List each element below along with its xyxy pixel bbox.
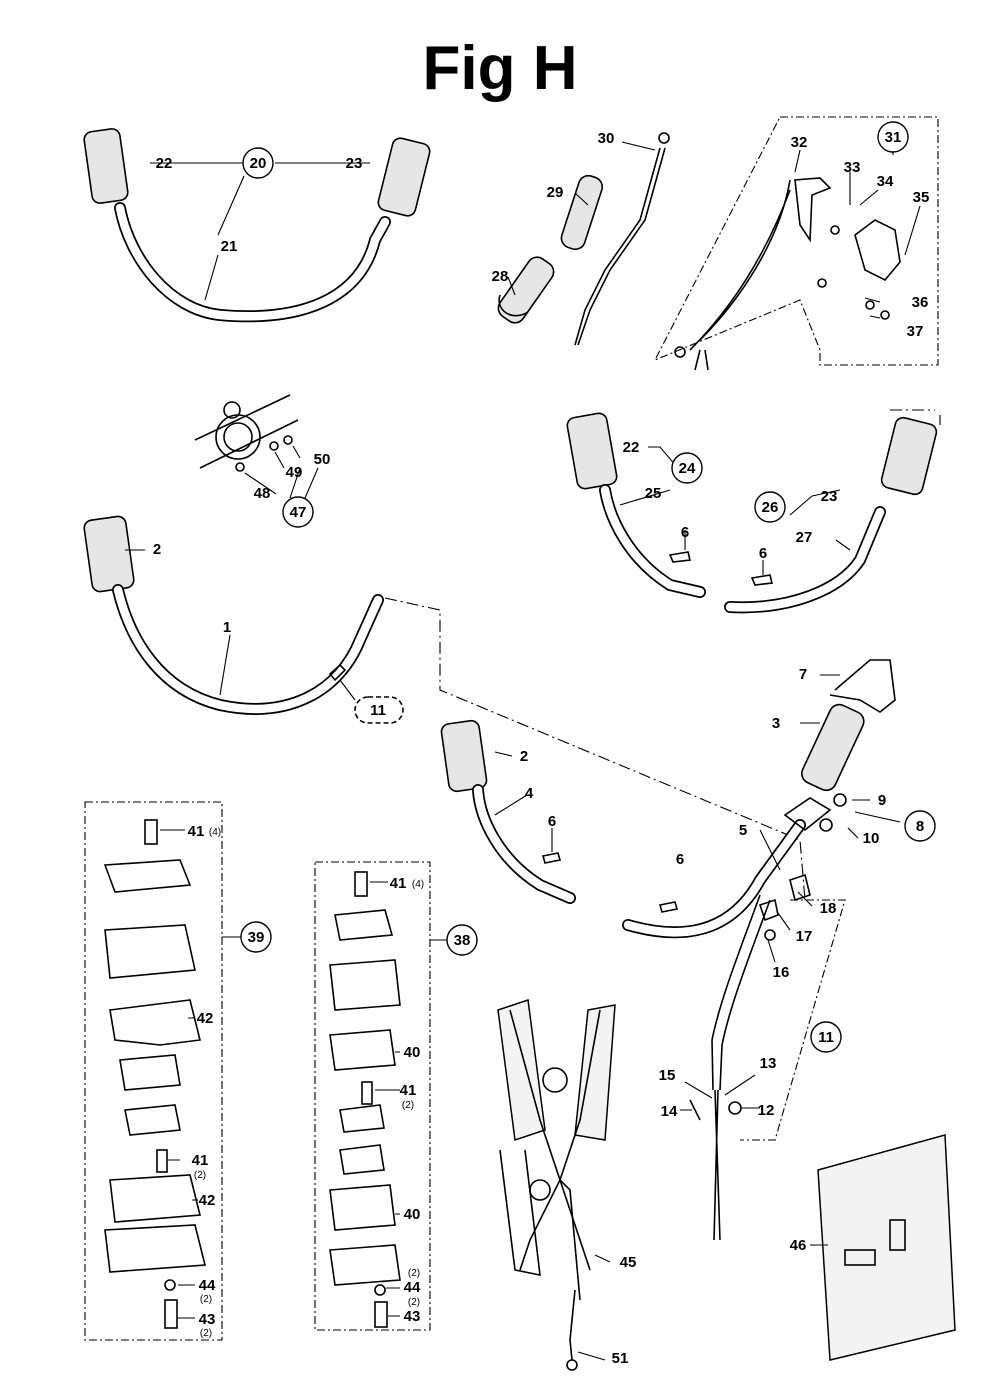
label-47: 47 [290, 504, 307, 521]
label-40-a: 40 [404, 1044, 421, 1061]
label-11-b: 11 [818, 1029, 834, 1046]
label-22: 22 [156, 155, 173, 172]
label-23: 23 [346, 155, 363, 172]
label-13: 13 [760, 1055, 777, 1072]
label-17: 17 [796, 928, 813, 945]
label-20: 20 [250, 155, 267, 172]
qty-44-a: (2) [200, 1294, 212, 1305]
label-26: 26 [762, 499, 779, 516]
part-labels: 22 20 23 21 30 29 28 31 32 33 34 35 36 3… [153, 129, 930, 1367]
label-34: 34 [877, 173, 894, 190]
label-15: 15 [659, 1067, 676, 1084]
label-46: 46 [790, 1237, 807, 1254]
label-21: 21 [221, 238, 238, 255]
label-24: 24 [679, 460, 696, 477]
label-42-a: 42 [197, 1010, 214, 1027]
clamp-kit-box-38 [314, 861, 448, 1331]
handlebar-1 [83, 515, 404, 724]
label-50: 50 [314, 451, 331, 468]
label-28: 28 [492, 268, 509, 285]
qty-44-b: (2) [408, 1268, 420, 1279]
label-43-a: 43 [199, 1311, 216, 1328]
figure-title: Fig H [422, 34, 578, 103]
label-10: 10 [863, 830, 880, 847]
handle-clamp-47 [194, 394, 319, 499]
grip-23-b [880, 416, 938, 496]
label-44-b: 44 [404, 1279, 421, 1296]
label-43-b: 43 [404, 1308, 421, 1325]
label-23-b: 23 [821, 488, 838, 505]
label-11-a: 11 [370, 702, 386, 719]
label-5: 5 [739, 822, 747, 839]
bag-46 [810, 1134, 956, 1361]
qty-41-d: (2) [402, 1100, 414, 1111]
grip-2-b [440, 719, 488, 793]
label-49: 49 [286, 464, 303, 481]
label-6-b: 6 [759, 545, 767, 562]
label-32: 32 [791, 134, 808, 151]
label-29: 29 [547, 184, 564, 201]
label-1: 1 [223, 619, 231, 636]
qty-41-a: (4) [209, 827, 221, 838]
label-41-b: 41 [192, 1152, 209, 1169]
qty-41-b: (2) [194, 1170, 206, 1181]
grip-3 [801, 703, 865, 792]
grip-2-a [83, 515, 135, 593]
label-27: 27 [796, 529, 813, 546]
label-14: 14 [661, 1103, 678, 1120]
label-51: 51 [612, 1350, 629, 1367]
label-31: 31 [885, 129, 902, 146]
label-16: 16 [773, 964, 790, 981]
label-48: 48 [254, 485, 271, 502]
label-38: 38 [454, 932, 471, 949]
clamp-kit-box-39 [84, 801, 242, 1341]
label-41-d: 41 [400, 1082, 417, 1099]
label-33: 33 [844, 159, 861, 176]
label-45: 45 [620, 1254, 637, 1271]
label-4: 4 [525, 785, 534, 802]
qty-41-c: (4) [412, 879, 424, 890]
label-25: 25 [645, 485, 662, 502]
handle-assembly-8 [622, 659, 901, 939]
sleeve-28 [497, 256, 555, 324]
label-37: 37 [907, 323, 924, 340]
label-39: 39 [248, 929, 265, 946]
label-6-c: 6 [548, 813, 556, 830]
handlebar-assembly-20 [83, 128, 431, 323]
callout-circles [240, 121, 936, 1053]
label-6-a: 6 [681, 524, 689, 541]
cable-harness-11 [680, 873, 846, 1241]
shoulder-harness-45 [497, 999, 616, 1371]
label-7: 7 [799, 666, 807, 683]
label-30: 30 [598, 130, 615, 147]
label-6-d: 6 [676, 851, 684, 868]
label-9: 9 [878, 792, 886, 809]
left-grip-22 [83, 128, 129, 204]
qty-43-a: (2) [200, 1328, 212, 1339]
label-41-a: 41 [188, 823, 205, 840]
label-8: 8 [916, 818, 924, 835]
label-22-b: 22 [623, 439, 640, 456]
label-40-b: 40 [404, 1206, 421, 1223]
label-12: 12 [758, 1102, 775, 1119]
split-handlebar-24-26 [566, 409, 938, 614]
qty-43-b: (2) [408, 1297, 420, 1308]
label-2-a: 2 [153, 541, 161, 558]
sleeve-29 [560, 174, 604, 251]
label-35: 35 [913, 189, 930, 206]
right-grip-23 [377, 137, 431, 217]
label-42-b: 42 [199, 1192, 216, 1209]
label-3: 3 [772, 715, 780, 732]
label-18: 18 [820, 900, 837, 917]
label-36: 36 [912, 294, 929, 311]
throttle-trigger-box-31 [653, 116, 939, 371]
throttle-cable-group [497, 132, 670, 346]
label-41-c: 41 [390, 875, 407, 892]
handle-2-4 [440, 719, 576, 904]
label-44-a: 44 [199, 1277, 216, 1294]
label-2-b: 2 [520, 748, 528, 765]
grip-22-b [566, 412, 618, 490]
